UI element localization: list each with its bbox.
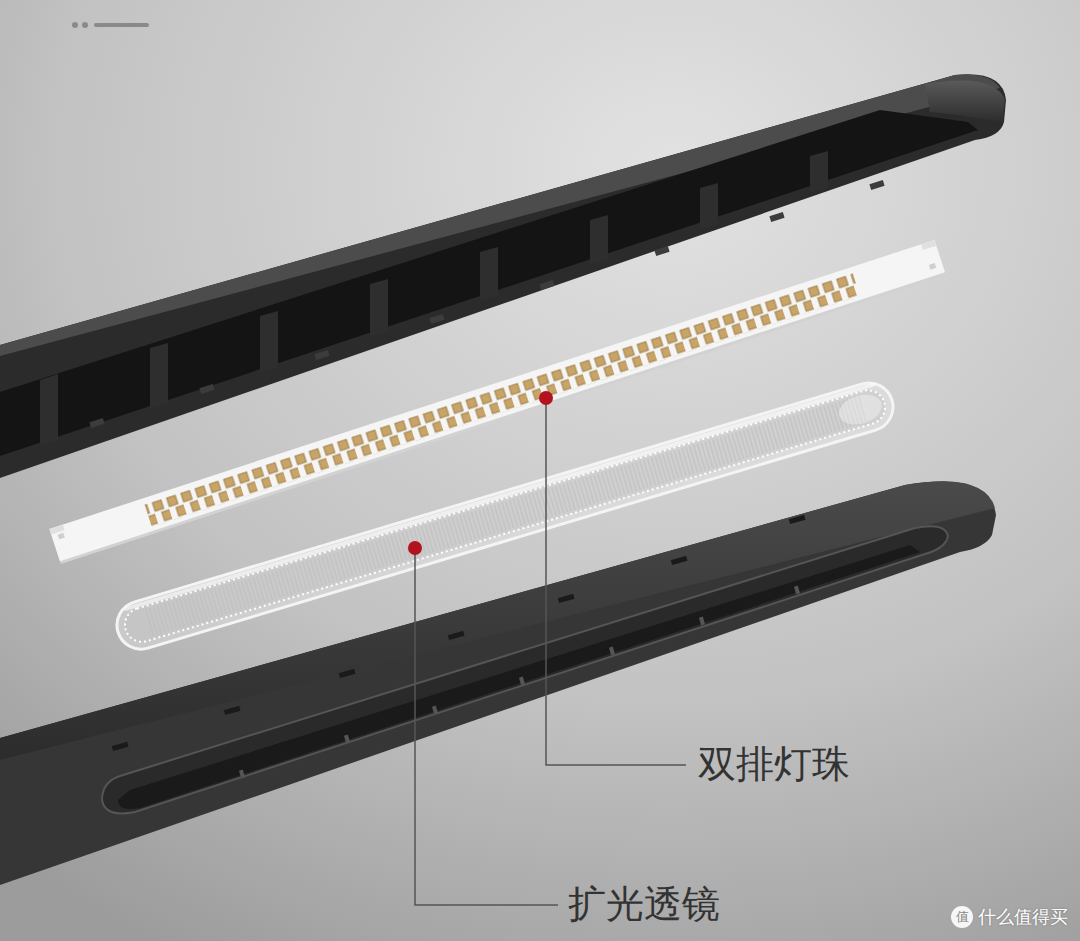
callout-label: 扩光透镜 [568, 884, 720, 926]
callout-dot [408, 541, 422, 555]
callout-dot [539, 391, 553, 405]
callout-label: 双排灯珠 [698, 744, 850, 786]
watermark-text: 什么值得买 [978, 907, 1068, 927]
watermark-icon [951, 906, 973, 928]
bottom-frame [0, 481, 996, 885]
led-beads [144, 273, 860, 527]
page-mark [72, 22, 147, 28]
watermark-icon-char: 值 [956, 910, 969, 924]
leader-lines [415, 398, 686, 905]
